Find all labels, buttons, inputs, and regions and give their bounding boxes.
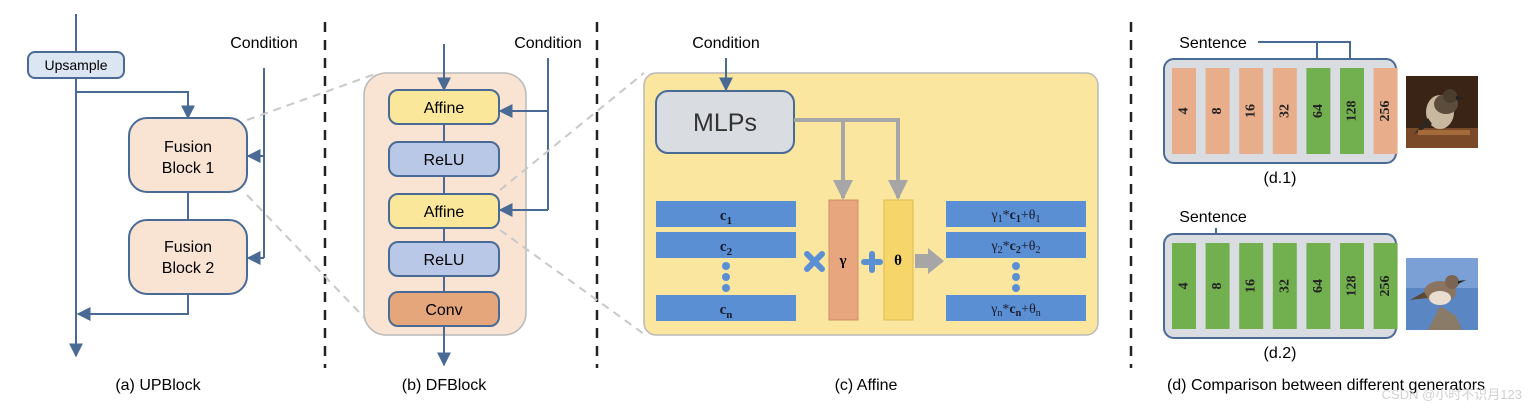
- output-arrow-icon: [915, 248, 944, 274]
- caption-d: (d) Comparison between different generat…: [1167, 377, 1485, 394]
- theta-label: θ: [894, 253, 902, 269]
- df-relu-2: [388, 241, 500, 277]
- out1-label: γ1*c1+θ1: [990, 208, 1040, 225]
- df-affine-2: [388, 193, 500, 229]
- out2-bar: [946, 232, 1086, 258]
- d2-block-16: [1239, 243, 1264, 329]
- watermark: CSDN @小时不识月123: [1382, 387, 1522, 402]
- d2-block-4: [1172, 243, 1196, 329]
- df-affine-1: [388, 89, 500, 125]
- d1-block-label-256: 256: [1378, 101, 1393, 122]
- d2-block-128: [1340, 243, 1364, 329]
- d2-block-label-8: 8: [1210, 283, 1225, 290]
- sentence-label-2: Sentence: [1179, 209, 1247, 226]
- panel-b-dfblock: Condition Affine ReLU Affine ReLU Conv (…: [363, 35, 645, 394]
- condition-label-b: Condition: [514, 35, 582, 52]
- d1-block-label-4: 4: [1177, 108, 1192, 115]
- multiply-icon: [804, 251, 825, 272]
- d1-block-4: [1172, 68, 1196, 154]
- d1-block-label-64: 64: [1311, 104, 1326, 118]
- d1-block-label-8: 8: [1210, 108, 1225, 115]
- d2-block-label-256: 256: [1378, 276, 1393, 297]
- fusion-block-1-line2: Block 1: [162, 160, 215, 177]
- caption-c: (c) Affine: [835, 377, 898, 394]
- d2-block-label-4: 4: [1177, 283, 1192, 290]
- d2-block-label-16: 16: [1244, 279, 1259, 293]
- df-conv: [388, 291, 500, 327]
- d2-block-64: [1306, 243, 1331, 329]
- out1-bar: [946, 201, 1086, 227]
- d1-block-8: [1205, 68, 1230, 154]
- fusion-block-2: [128, 219, 248, 295]
- d1-block-32: [1272, 68, 1297, 154]
- df-relu-1-label: ReLU: [424, 152, 465, 169]
- d1-block-label-16: 16: [1244, 104, 1259, 118]
- df-relu-1: [388, 141, 500, 177]
- panel-a-upblock: Upsample Condition Fusion Block 1 Fusion…: [27, 14, 379, 394]
- condition-label-a: Condition: [230, 35, 298, 52]
- d1-block-label-32: 32: [1277, 104, 1292, 118]
- out2-label: γ2*c2+θ2: [990, 239, 1040, 256]
- df-conv-label: Conv: [425, 302, 462, 319]
- d1-block-256: [1373, 68, 1398, 154]
- gamma-bar: [828, 199, 859, 321]
- caption-a: (a) UPBlock: [115, 377, 201, 394]
- d2-block-32: [1272, 243, 1297, 329]
- outn-bar: [946, 295, 1086, 321]
- fusion-block-1: [128, 117, 248, 193]
- plus-icon: [861, 251, 883, 273]
- label-d2: (d.2): [1264, 345, 1297, 362]
- gamma-label: γ: [838, 253, 846, 269]
- c1-bar: [656, 201, 796, 227]
- d1-block-64: [1306, 68, 1331, 154]
- cn-bar: [656, 295, 796, 321]
- df-affine-1-label: Affine: [424, 100, 465, 117]
- d2-block-label-128: 128: [1345, 276, 1360, 297]
- d1-block-128: [1340, 68, 1364, 154]
- caption-b: (b) DFBlock: [402, 377, 487, 394]
- bird-photo-2: [1406, 258, 1478, 330]
- d2-block-256: [1373, 243, 1398, 329]
- mlps-label: MLPs: [693, 109, 757, 137]
- sentence-label-1: Sentence: [1179, 35, 1247, 52]
- upsample-label: Upsample: [44, 57, 107, 73]
- c2-bar: [656, 232, 796, 258]
- d2-block-label-32: 32: [1277, 279, 1292, 293]
- d1-block-label-128: 128: [1345, 101, 1360, 122]
- condition-label-c: Condition: [692, 35, 760, 52]
- d2-blocks: 4 8 16 32 64 128 256: [1172, 243, 1398, 329]
- fusion-block-1-line1: Fusion: [164, 139, 212, 156]
- fusion-block-2-line1: Fusion: [164, 239, 212, 256]
- outn-label: γn*cn+θn: [990, 302, 1041, 319]
- d1-block-16: [1239, 68, 1264, 154]
- fusion-block-2-line2: Block 2: [162, 260, 215, 277]
- d2-block-label-64: 64: [1311, 279, 1326, 293]
- theta-bar: [883, 199, 914, 321]
- d2-block-8: [1205, 243, 1230, 329]
- label-d1: (d.1): [1264, 170, 1297, 187]
- df-relu-2-label: ReLU: [424, 252, 465, 269]
- d1-blocks: 4 8 16 32 64 128 256: [1172, 68, 1398, 154]
- bird-photo-1: [1406, 76, 1478, 148]
- df-affine-2-label: Affine: [424, 204, 465, 221]
- panel-c-affine: Condition MLPs c1 c2 cn γ θ: [643, 35, 1099, 394]
